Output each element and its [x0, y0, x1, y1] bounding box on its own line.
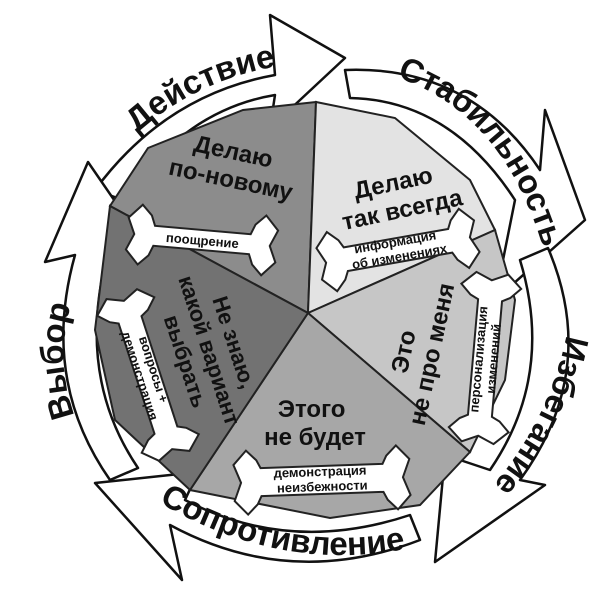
title-wont-happen: Этого не будет [264, 396, 366, 451]
wrenches [95, 203, 523, 517]
wrench-labels: поощрение информация об изменениях персо… [118, 227, 504, 495]
stability-arrow [343, 68, 587, 302]
resistance-arrow [93, 470, 422, 582]
wrench-not-about-me [447, 270, 523, 446]
wrench-new-way [124, 203, 280, 277]
wrench-dont-know [95, 288, 201, 462]
wrench-wont-happen [232, 443, 412, 517]
wrench-as-always [315, 207, 481, 293]
avoidance-arrow [433, 246, 570, 564]
wrench-label-new-way: поощрение [165, 230, 239, 251]
wrench-label-wont-happen: демонстрация неизбежности [273, 462, 371, 495]
